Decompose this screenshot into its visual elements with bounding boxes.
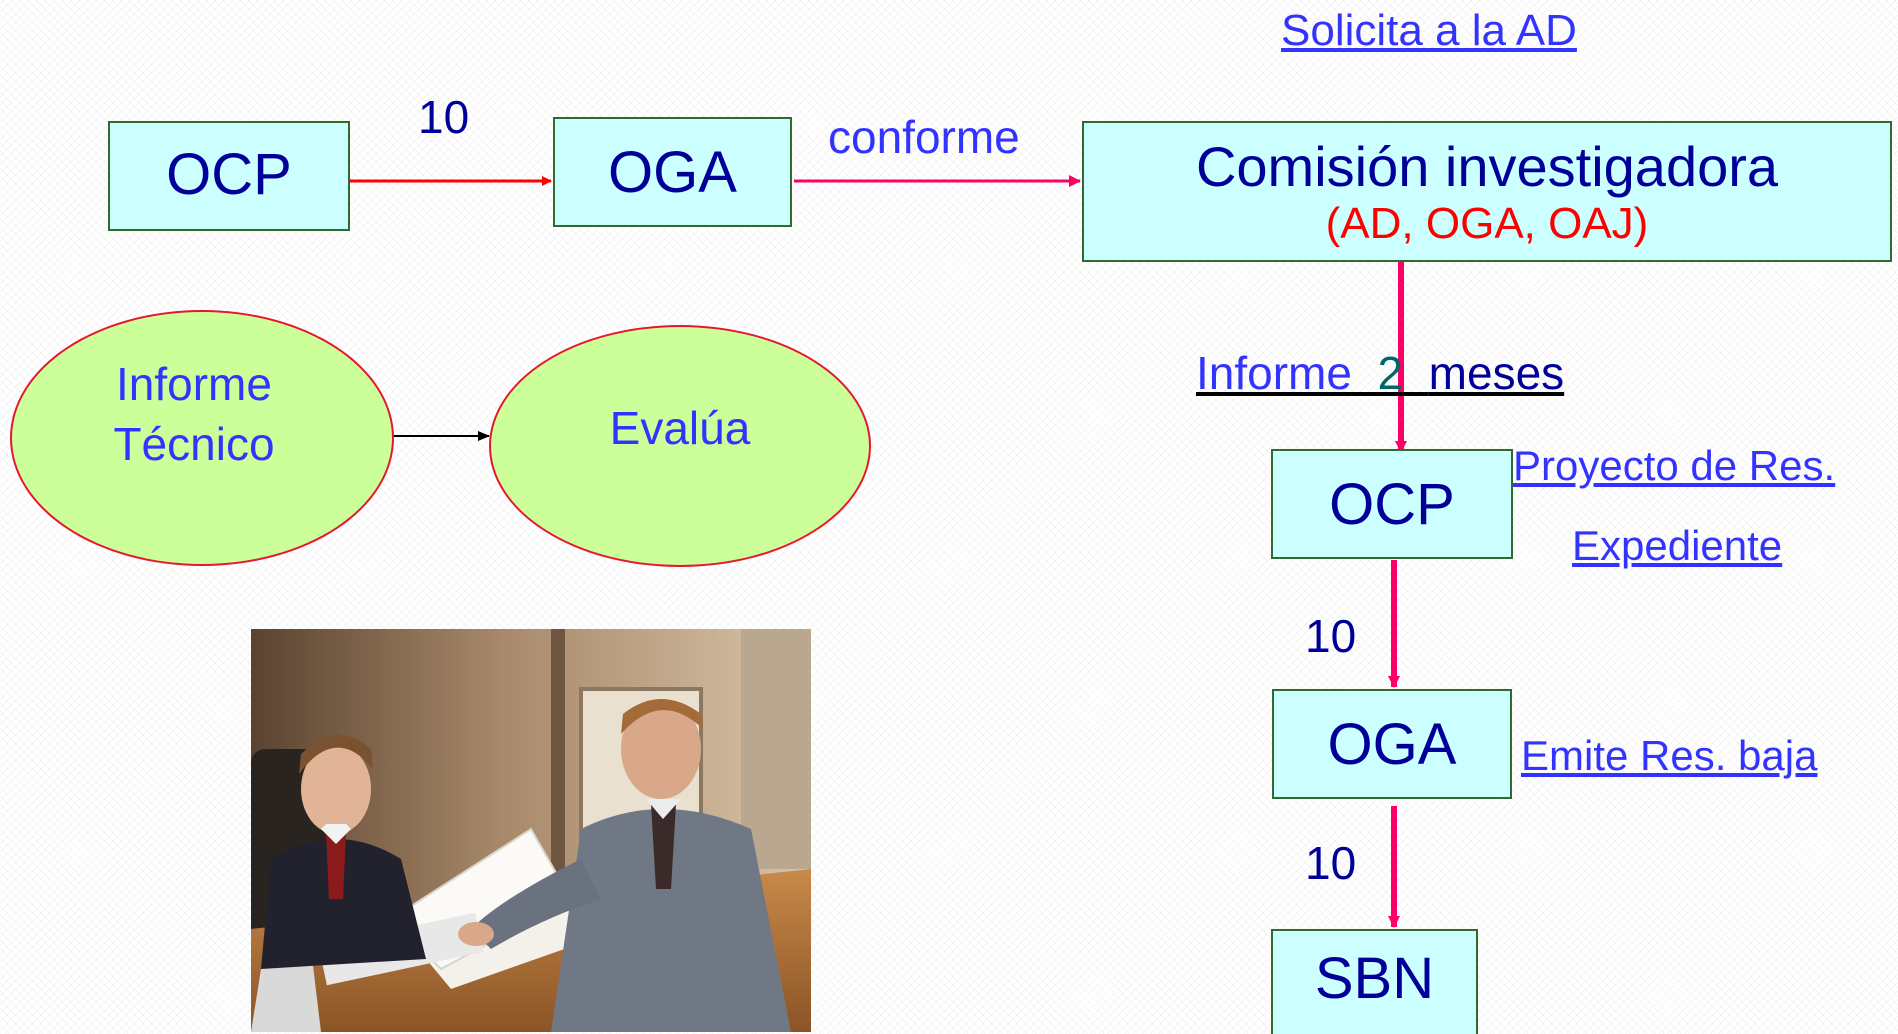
arrow-label-10-mid: 10 — [1305, 610, 1357, 662]
meeting-photo — [251, 629, 811, 1032]
meeting-illustration — [251, 629, 811, 1032]
duration-count: 2 — [1377, 347, 1404, 399]
informe-tecnico-text: Informe Técnico — [113, 354, 274, 474]
informe-tecnico-line2: Técnico — [113, 418, 275, 470]
arrow-label-10-bottom: 10 — [1305, 837, 1357, 889]
informe-tecnico-ellipse: Informe Técnico — [10, 310, 394, 566]
arrow-label-10-top: 10 — [418, 91, 470, 143]
ocp-label: OCP — [166, 141, 292, 207]
proyecto-res-link[interactable]: Proyecto de Res. — [1513, 442, 1836, 489]
expediente-link[interactable]: Expediente — [1572, 522, 1783, 569]
oga-box-vertical: OGA — [1272, 689, 1512, 799]
oga-label: OGA — [608, 139, 737, 205]
informe-duration-label: Informe 2 meses — [1196, 346, 1564, 400]
evalua-ellipse: Evalúa — [489, 325, 871, 567]
informe-tecnico-line1: Informe — [116, 358, 272, 410]
oga-box-top: OGA — [553, 117, 792, 227]
sbn-box: SBN — [1271, 929, 1478, 1034]
commission-title: Comisión investigadora — [1195, 134, 1779, 198]
emite-res-baja-link[interactable]: Emite Res. baja — [1521, 732, 1818, 779]
ocp-box-vertical: OCP — [1271, 449, 1513, 559]
informe-word[interactable]: Informe — [1196, 347, 1352, 399]
solicita-link[interactable]: Solicita a la AD — [1281, 6, 1577, 55]
arrow-label-conforme: conforme — [828, 111, 1020, 163]
commission-members: (AD, OGA, OAJ) — [1325, 198, 1649, 248]
ocp-box-top: OCP — [108, 121, 350, 231]
commission-box: Comisión investigadora (AD, OGA, OAJ) — [1082, 121, 1892, 262]
duration-unit: meses — [1428, 347, 1565, 399]
sbn-label: SBN — [1314, 946, 1435, 1011]
ocp-vertical-label: OCP — [1329, 471, 1455, 537]
oga-vertical-label: OGA — [1327, 711, 1457, 777]
evalua-text: Evalúa — [609, 402, 751, 454]
